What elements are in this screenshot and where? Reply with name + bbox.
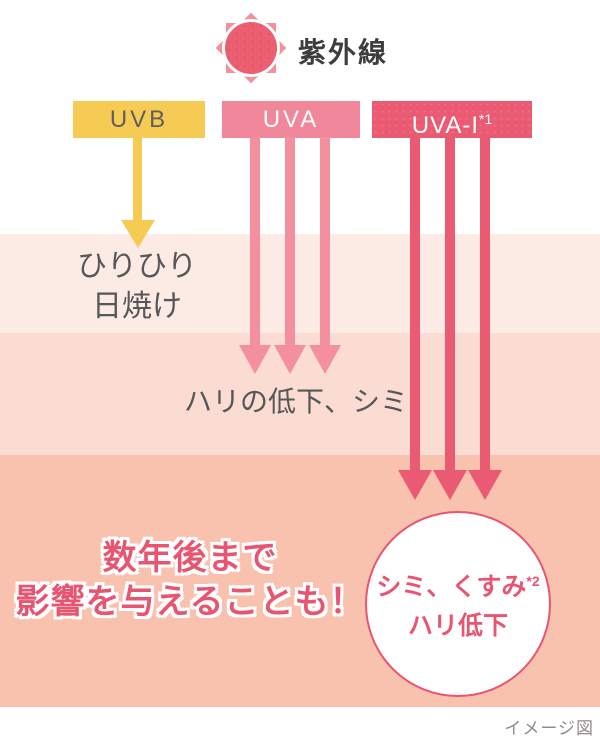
uvb-effect-line2: 日焼け: [92, 290, 182, 323]
uva-label: UVA: [262, 106, 320, 133]
uva1-effect-line2: ハリ低下: [407, 612, 508, 640]
uvb-effect-text: ひりひり 日焼け: [47, 247, 227, 327]
uva1-arrow-head-icon: [468, 470, 502, 500]
uva-arrow-stem: [320, 137, 330, 348]
watermark-label: イメージ図: [504, 719, 594, 738]
uva1-effect-line1: シミ、くすみ*2: [376, 573, 540, 601]
diagram-title: 紫外線: [298, 37, 389, 68]
uva-arrow-stem: [250, 137, 260, 348]
uva1-arrow-head-icon: [433, 470, 467, 500]
uva1-arrow-stem: [410, 138, 420, 472]
uvb-arrow-head-icon: [121, 220, 155, 248]
warning-line1: 数年後まで: [102, 539, 278, 577]
sun-icon: [222, 19, 280, 77]
uvb-label: UVB: [109, 106, 169, 133]
uva1-arrow-head-icon: [398, 470, 432, 500]
uva-arrow-head-icon: [239, 345, 271, 374]
uva1-effect-footnote-mark: *2: [526, 573, 540, 589]
uvb-effect-line1: ひりひり: [77, 250, 197, 283]
warning-text: 数年後まで 影響を与えることも！: [10, 536, 370, 624]
uva1-arrow-stem: [445, 138, 455, 472]
warning-line2: 影響を与えることも！: [15, 583, 365, 621]
uva-arrow-head-icon: [274, 345, 306, 374]
uva1-label-box: UVA-I*1: [372, 101, 532, 139]
uva1-footnote-mark: *1: [479, 111, 493, 127]
uva1-label: UVA-I: [411, 112, 479, 139]
uva-arrow-stem: [285, 137, 295, 348]
uvb-label-box: UVB: [73, 101, 205, 138]
uvb-arrow-stem: [133, 137, 142, 222]
uva-arrow-head-icon: [309, 345, 341, 374]
uva-label-box: UVA: [222, 101, 360, 138]
uva-effect-text: ハリの低下、シミ: [183, 386, 408, 417]
skin-layer-epidermis: [0, 234, 600, 333]
uva1-effect-circle: シミ、くすみ*2 ハリ低下: [365, 511, 551, 697]
uva1-arrow-stem: [480, 138, 490, 472]
